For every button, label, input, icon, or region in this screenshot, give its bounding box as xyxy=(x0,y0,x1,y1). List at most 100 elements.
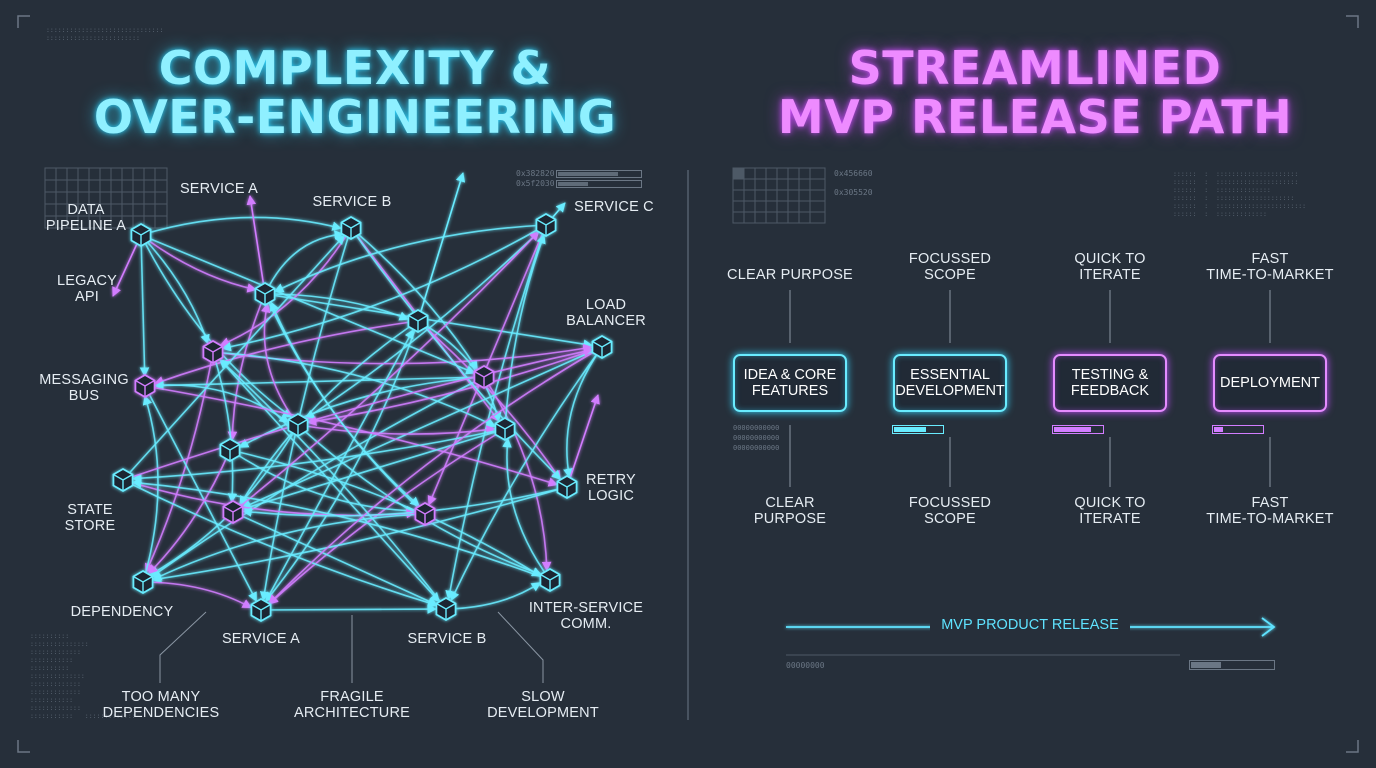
cube-node-icon xyxy=(132,569,154,595)
connection-arrow xyxy=(122,479,438,608)
connection-arrow xyxy=(304,224,547,420)
step4-bottom-note: FAST TIME-TO-MARKET xyxy=(1200,495,1340,527)
label-service-b-bottom: SERVICE B xyxy=(398,631,496,647)
label-load-balancer-line-1: LOAD xyxy=(585,297,627,313)
step-idea-core-features-line-1: IDEA & CORE xyxy=(743,367,837,383)
connection-arrow xyxy=(140,234,210,345)
step3-bottom-note-line-2: ITERATE xyxy=(1079,511,1141,527)
footer-code: 00000000 xyxy=(786,661,825,670)
connection-arrow xyxy=(142,395,159,583)
left-grid-widget xyxy=(44,167,168,229)
connection-arrow xyxy=(260,604,437,614)
step4-top-note: FAST TIME-TO-MARKET xyxy=(1200,251,1340,283)
step4-top-note-line-1: FAST xyxy=(1251,251,1289,267)
step2-bottom-note-line-2: SCOPE xyxy=(924,511,976,527)
cube-node-icon xyxy=(130,222,152,248)
connection-arrow xyxy=(268,346,603,605)
step-essential-development-line-2: DEVELOPMENT xyxy=(895,383,1005,399)
step2-bottom-note-line-1: FOCUSSED xyxy=(908,495,992,511)
label-data-pipeline-line-2: PIPELINE A xyxy=(45,218,127,234)
cube-node-icon xyxy=(494,416,516,442)
step-idea-core-features: IDEA & CORE FEATURES xyxy=(733,354,847,412)
step3-bottom-note-line-1: QUICK TO xyxy=(1074,495,1146,511)
cube-node-icon xyxy=(539,567,561,593)
right-grid-widget xyxy=(732,167,826,224)
connection-arrow xyxy=(260,302,299,426)
label-load-balancer: LOAD BALANCER xyxy=(556,297,656,329)
step1-bottom-note-line-1: CLEAR xyxy=(765,495,815,511)
label-service-a-bottom-text: SERVICE A xyxy=(221,631,301,647)
label-data-pipeline-line-1: DATA xyxy=(67,202,105,218)
label-retry-logic-line-1: RETRY xyxy=(586,472,636,488)
mvp-pipeline-connectors xyxy=(789,290,1271,487)
label-state-store-line-2: STORE xyxy=(64,518,116,534)
label-messaging-bus-line-2: BUS xyxy=(68,388,100,404)
connection-arrow xyxy=(241,428,506,512)
connection-arrow xyxy=(563,346,603,479)
footer-slow-development: SLOW DEVELOPMENT xyxy=(478,689,608,721)
cube-node-icon xyxy=(556,474,578,500)
connection-arrow xyxy=(239,320,419,506)
footer-too-many-dependencies: TOO MANY DEPENDENCIES xyxy=(96,689,226,721)
label-service-a-top-text: SERVICE A xyxy=(179,181,259,197)
left-title: COMPLEXITY & OVER-ENGINEERING xyxy=(60,44,650,142)
cube-node-icon xyxy=(435,596,457,622)
left-hex-readout: 0x382820 0x5f2030 xyxy=(516,169,555,189)
label-data-pipeline: DATA PIPELINE A xyxy=(38,202,134,234)
connection-arrow xyxy=(229,449,417,516)
step1-bottom-note-line-2: PURPOSE xyxy=(753,511,827,527)
label-legacy-api: LEGACY API xyxy=(47,273,127,305)
connection-arrow xyxy=(232,231,540,513)
label-service-a-bottom: SERVICE A xyxy=(212,631,310,647)
cube-node-icon xyxy=(473,364,495,390)
footer-fragile-architecture-line-2: ARCHITECTURE xyxy=(294,705,410,721)
left-hex-line-1: 0x382820 xyxy=(516,169,555,178)
cube-node-icon xyxy=(591,334,613,360)
connection-arrow xyxy=(264,293,594,349)
label-inter-service-line-1: INTER-SERVICE xyxy=(528,600,644,616)
label-inter-service: INTER-SERVICE COMM. xyxy=(524,600,648,632)
connection-arrow xyxy=(142,581,253,609)
connection-arrow xyxy=(140,234,257,293)
connection-arrow xyxy=(140,234,293,418)
step4-progress-bar xyxy=(1212,425,1264,434)
label-state-store-line-1: STATE xyxy=(67,502,113,518)
step-testing-feedback-line-1: TESTING & xyxy=(1071,367,1149,383)
label-retry-logic: RETRY LOGIC xyxy=(571,472,651,504)
step4-bottom-note-line-2: TIME-TO-MARKET xyxy=(1206,511,1334,527)
connection-arrow xyxy=(264,293,420,507)
connection-arrow xyxy=(269,301,426,515)
deco-code-top-left: :::::::::::::::::::::::::::::: :::::::::… xyxy=(46,26,164,42)
step1-side-code: 00000000000 00000000000 00000000000 xyxy=(733,423,779,453)
connection-arrow xyxy=(139,234,150,377)
step-testing-feedback: TESTING & FEEDBACK xyxy=(1053,354,1167,412)
connection-arrow xyxy=(232,511,438,606)
step3-bottom-note: QUICK TO ITERATE xyxy=(1040,495,1180,527)
step1-side-code-line-2: 00000000000 xyxy=(733,434,780,442)
step4-bottom-note-line-1: FAST xyxy=(1251,495,1289,511)
label-service-c: SERVICE C xyxy=(564,199,664,215)
footer-slow-development-line-2: DEVELOPMENT xyxy=(487,705,599,721)
footer-too-many-dependencies-line-2: DEPENDENCIES xyxy=(102,705,220,721)
label-messaging-bus: MESSAGING BUS xyxy=(30,372,138,404)
connection-arrow xyxy=(122,346,594,481)
connection-arrow xyxy=(153,320,419,386)
footer-leader-lines xyxy=(159,611,544,683)
connection-arrow xyxy=(154,376,485,391)
connection-arrow xyxy=(221,224,547,352)
step1-top-note-line-1: CLEAR PURPOSE xyxy=(727,267,853,283)
connection-arrow xyxy=(144,385,258,602)
connection-arrow xyxy=(445,582,542,610)
label-state-store: STATE STORE xyxy=(50,502,130,534)
label-dependency: DEPENDENCY xyxy=(62,604,182,620)
label-service-b-top: SERVICE B xyxy=(303,194,401,210)
step3-top-note: QUICK TO ITERATE xyxy=(1040,251,1180,283)
connection-arrow xyxy=(140,216,342,236)
step2-top-note: FOCUSSED SCOPE xyxy=(880,251,1020,283)
connection-arrow xyxy=(566,394,600,488)
connection-arrow xyxy=(229,449,542,577)
connection-arrow xyxy=(219,358,447,610)
cube-node-icon xyxy=(219,437,241,463)
cube-node-icon xyxy=(112,467,134,493)
connection-arrow xyxy=(212,351,238,504)
